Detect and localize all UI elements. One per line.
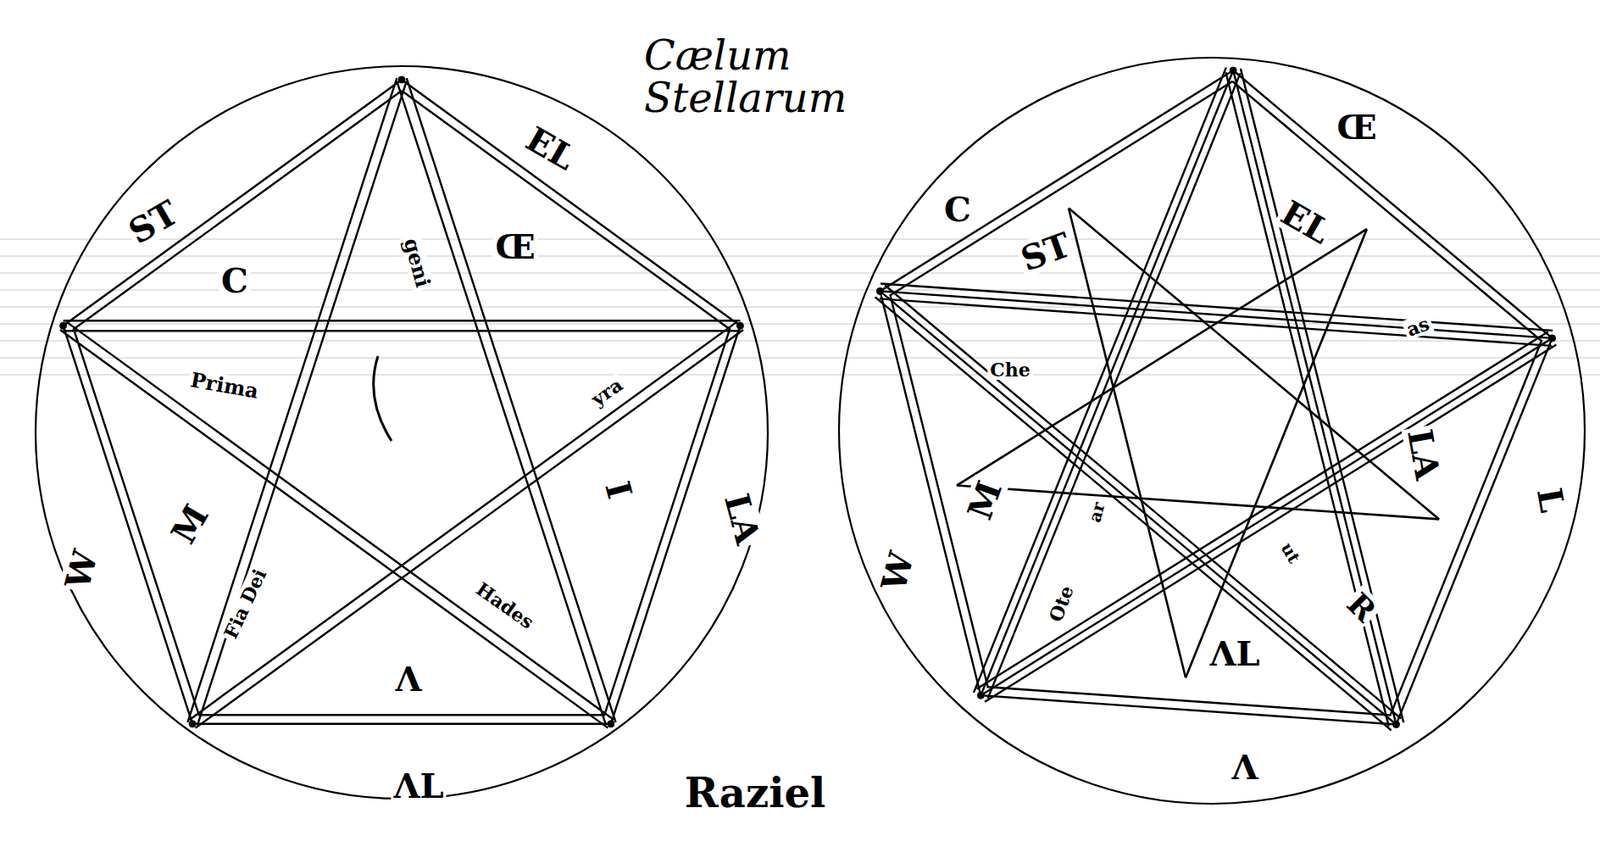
- vertex-dot: [977, 691, 984, 699]
- glyph-label: W: [58, 544, 105, 595]
- glyph-label: LA: [717, 487, 767, 550]
- pentagram-line: [197, 81, 407, 726]
- pentagram-figure: [838, 57, 1585, 804]
- glyph-label: R: [1339, 584, 1384, 629]
- scan-line: [0, 374, 1600, 376]
- inner-pentagram-line: [1185, 228, 1367, 678]
- glyph-label: LA: [1401, 423, 1447, 484]
- vertex-dot: [398, 76, 406, 84]
- vertex-dot: [188, 720, 196, 728]
- pentagram-line: [63, 319, 741, 322]
- pentagram-line: [406, 77, 617, 723]
- glyph-label: geni: [399, 233, 435, 292]
- glyph-label: Prima: [186, 368, 263, 404]
- scan-line: [0, 238, 1600, 240]
- vertex-dot: [736, 322, 744, 329]
- pentagram-line: [973, 67, 1227, 693]
- pentagram-line: [195, 329, 744, 728]
- glyph-label: M: [163, 496, 217, 552]
- pentagram-line: [984, 344, 1556, 702]
- vertex-dot: [876, 287, 884, 295]
- vertex-dot: [607, 720, 615, 728]
- pentagram-line: [980, 338, 1552, 695]
- pentagram-line: [980, 70, 1234, 695]
- glyph-label: Ote: [1044, 580, 1078, 628]
- glyph-label: I: [599, 475, 639, 506]
- glyph-label: EL: [518, 119, 584, 178]
- pentagram-line: [884, 285, 1401, 719]
- glyph-label: ΛL: [390, 767, 446, 804]
- name-label: Raziel: [682, 771, 828, 814]
- scan-line: [0, 340, 1600, 342]
- ink-stroke: [373, 355, 392, 441]
- glyph-label: Œ: [492, 228, 538, 265]
- inner-pentagram-line: [1068, 208, 1439, 520]
- pentagram-line: [66, 321, 614, 720]
- vertex-dot: [1229, 66, 1237, 74]
- pentagon-outline: [889, 81, 1541, 715]
- pentagram-line: [1233, 70, 1396, 724]
- heading: Cælum Stellarum: [644, 33, 865, 120]
- vertex-dot: [1549, 334, 1556, 342]
- pentagram-line: [1225, 72, 1389, 726]
- scan-line: [0, 357, 1600, 359]
- vertex-dot: [1393, 720, 1400, 728]
- outer-circle: [35, 66, 768, 799]
- pentagram-line: [396, 81, 606, 726]
- glyph-label: ST: [1013, 225, 1078, 278]
- inner-pentagram-line: [956, 485, 1439, 520]
- glyph-label: W: [874, 545, 921, 597]
- scan-lines: [0, 238, 1600, 375]
- scan-line: [0, 306, 1600, 308]
- pentagon-outline: [879, 70, 1552, 724]
- glyph-label: ut: [1276, 537, 1306, 569]
- glyph-label: C: [941, 191, 974, 228]
- pentagram-line: [189, 321, 738, 720]
- pentagon-outline: [63, 79, 741, 724]
- inner-pentagram-line: [956, 228, 1367, 485]
- glyph-label: Λ: [1228, 749, 1261, 785]
- pentagram-line: [988, 72, 1241, 698]
- pentagram-line: [879, 298, 1552, 345]
- glyph-label: Œ: [1333, 109, 1379, 145]
- pentagon-outline: [73, 90, 730, 715]
- pentagram-line: [879, 290, 1396, 724]
- glyph-label: C: [218, 262, 251, 299]
- pentagram-line: [63, 329, 741, 332]
- pentagram-line: [60, 329, 608, 728]
- pentagram-line: [977, 331, 1549, 689]
- glyph-label: Λ: [392, 661, 424, 697]
- glyph-label: ar: [1084, 497, 1110, 527]
- vertex-dot: [60, 322, 67, 329]
- glyph-label: M: [961, 473, 1010, 527]
- glyph-label: ΛL: [1206, 635, 1262, 672]
- pentagram-figure: [35, 66, 768, 799]
- pentagram-line: [187, 77, 397, 723]
- glyph-label: Hades: [470, 576, 540, 634]
- glyph-label: Che: [987, 359, 1034, 380]
- outer-circle: [838, 57, 1585, 804]
- glyph-label: L: [1530, 483, 1571, 518]
- scan-line: [0, 255, 1600, 257]
- inner-pentagram-line: [1068, 208, 1186, 678]
